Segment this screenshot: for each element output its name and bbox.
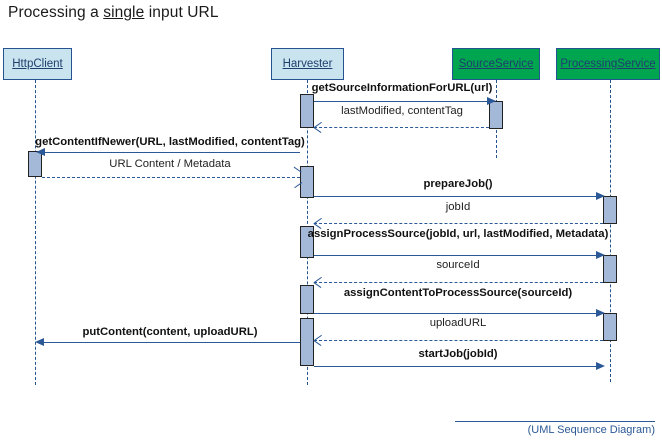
message-line-m1 xyxy=(314,101,492,102)
activation-harvester-2 xyxy=(300,166,314,198)
lifeline-header-harvester[interactable]: Harvester xyxy=(271,48,344,80)
message-label-m1: getSourceInformationForURL(url) xyxy=(311,82,493,94)
message-line-m6 xyxy=(314,223,603,224)
message-label-m4: URL Content / Metadata xyxy=(109,158,231,170)
message-line-m2 xyxy=(314,127,489,128)
activation-harvester-5 xyxy=(300,318,314,366)
page-title-emphasis: single xyxy=(103,4,145,21)
activation-sourceservice-1 xyxy=(489,101,503,129)
message-arrowhead-m3 xyxy=(36,147,45,156)
message-label-m7: assignProcessSource(jobId, url, lastModi… xyxy=(307,228,609,240)
lifeline-label-harvester: Harvester xyxy=(282,58,333,70)
message-label-m8: sourceId xyxy=(436,259,480,271)
message-arrowhead-m9 xyxy=(596,308,605,317)
message-arrowhead-m5 xyxy=(596,191,605,200)
page-title-suffix: input URL xyxy=(144,4,219,21)
message-label-m2: lastModified, contentTag xyxy=(341,105,463,117)
lifeline-httpclient xyxy=(35,80,36,385)
lifeline-header-processingservice[interactable]: ProcessingService xyxy=(556,48,660,80)
message-line-m3 xyxy=(45,152,300,153)
lifeline-processingservice xyxy=(610,80,611,382)
message-line-m7 xyxy=(314,255,602,256)
activation-processingservice-2 xyxy=(603,255,617,283)
message-arrowhead-m1 xyxy=(487,96,496,105)
message-line-m12 xyxy=(314,366,602,367)
activation-harvester-3 xyxy=(300,226,314,258)
lifeline-label-httpclient: HttpClient xyxy=(12,58,63,70)
activation-httpclient-1 xyxy=(28,151,42,177)
activation-harvester-4 xyxy=(300,285,314,314)
message-label-m11: putContent(content, uploadURL) xyxy=(82,326,258,338)
message-line-m11 xyxy=(44,342,300,343)
message-label-m9: assignContentToProcessSource(sourceId) xyxy=(343,287,573,299)
activation-processingservice-3 xyxy=(603,313,617,341)
message-label-m6: jobId xyxy=(445,201,471,213)
page-title-prefix: Processing a xyxy=(8,4,104,21)
message-line-m8 xyxy=(314,282,603,283)
message-arrowhead-m12 xyxy=(596,361,605,370)
message-line-m10 xyxy=(314,340,603,341)
message-arrowhead-m11 xyxy=(35,337,44,346)
message-label-m10: uploadURL xyxy=(429,317,487,329)
activation-processingservice-1 xyxy=(603,196,617,224)
page-title: Processing a single input URL xyxy=(8,4,219,22)
message-label-m5: prepareJob() xyxy=(423,178,493,190)
footer-caption: (UML Sequence Diagram) xyxy=(527,424,655,436)
lifeline-label-processingservice: ProcessingService xyxy=(560,58,656,70)
lifeline-header-sourceservice[interactable]: SourceService xyxy=(452,48,540,80)
message-line-m4 xyxy=(42,177,300,178)
message-label-m12: startJob(jobId) xyxy=(418,348,498,360)
message-arrowhead-m7 xyxy=(596,250,605,259)
activation-harvester-1 xyxy=(300,94,314,128)
lifeline-header-httpclient[interactable]: HttpClient xyxy=(3,48,72,80)
footer-divider xyxy=(455,421,655,422)
message-line-m9 xyxy=(314,313,602,314)
message-label-m3: getContentIfNewer(URL, lastModified, con… xyxy=(35,136,305,148)
lifeline-label-sourceservice: SourceService xyxy=(458,58,534,70)
message-line-m5 xyxy=(314,196,602,197)
